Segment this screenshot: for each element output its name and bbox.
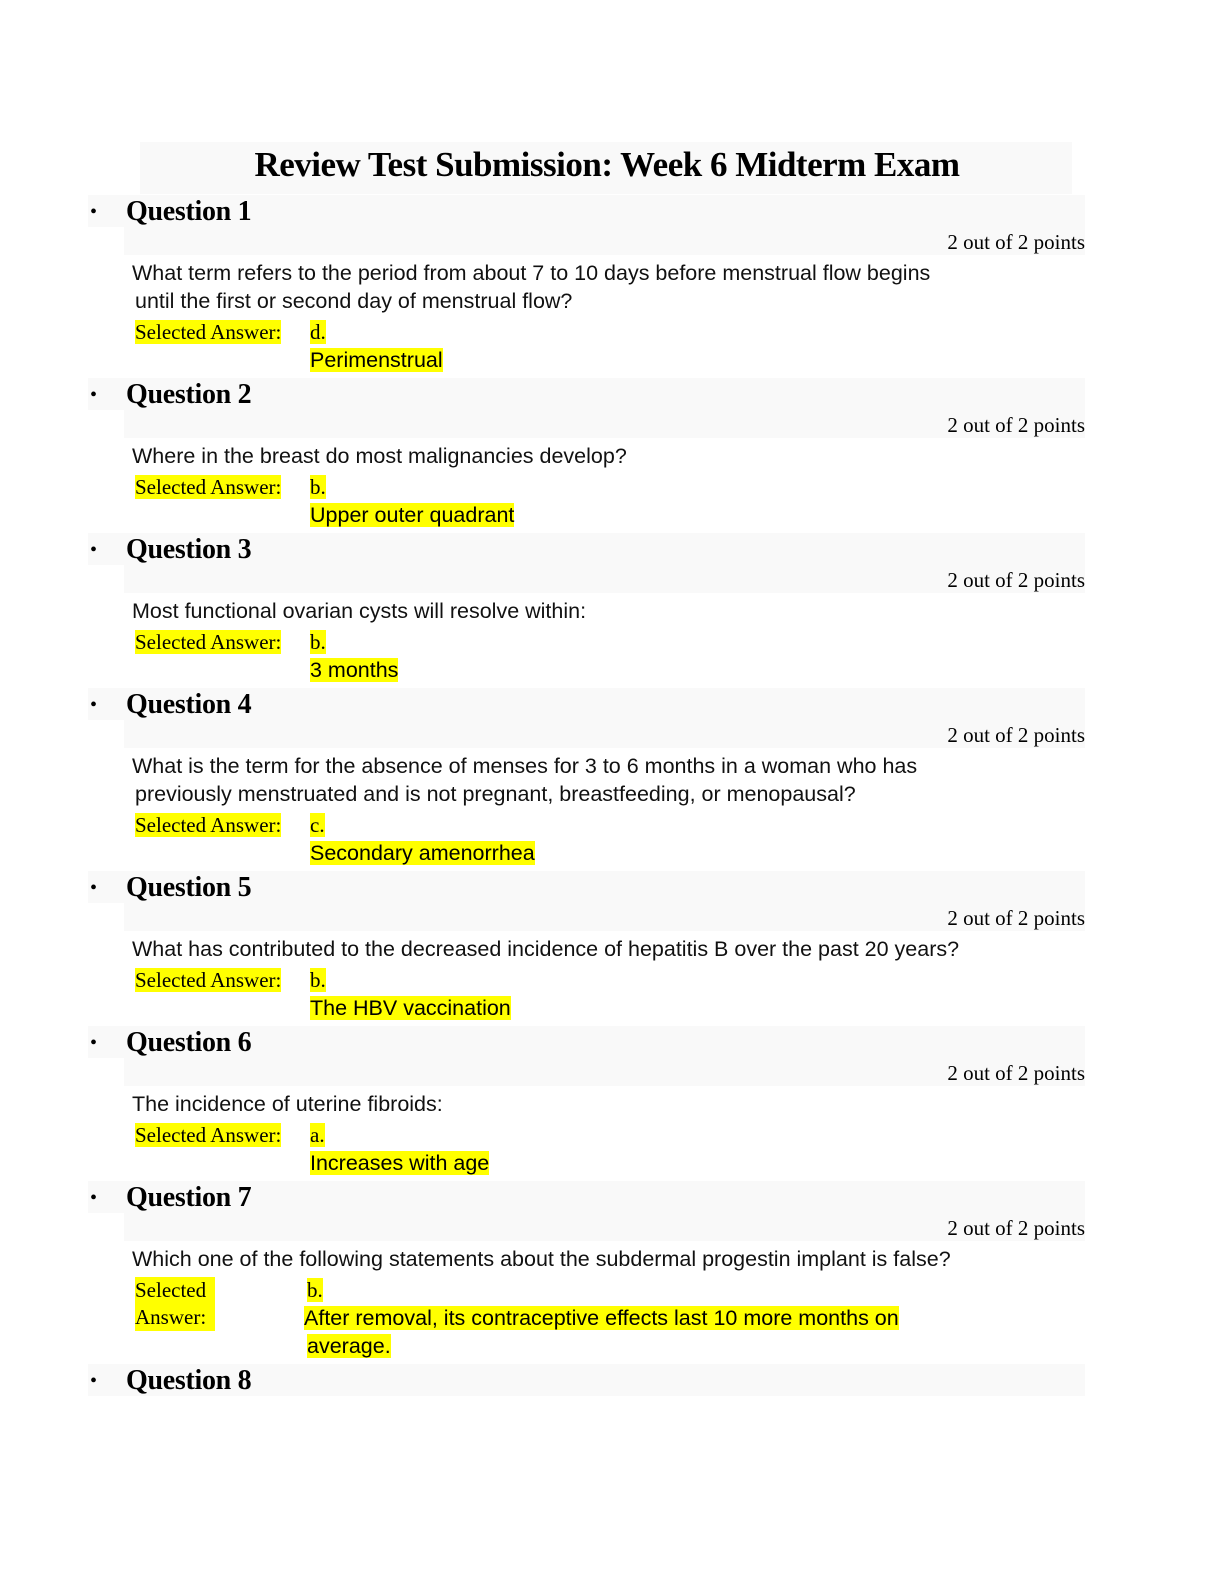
answer-text: 3 months xyxy=(310,658,399,682)
question-text-line: Most functional ovarian cysts will resol… xyxy=(132,599,587,623)
question-text-line: Where in the breast do most malignancies… xyxy=(132,444,627,468)
question-title: Question 7 xyxy=(126,1182,252,1213)
selected-answer: Selected Answer: b. The HBV vaccination xyxy=(135,967,1224,1026)
question-text-line: The incidence of uterine fibroids: xyxy=(132,1092,443,1116)
question-points: 2 out of 2 points xyxy=(947,906,1085,930)
selected-answer: Selected Answer: b. Upper outer quadrant xyxy=(135,474,1224,533)
question-header: • Question 7 xyxy=(88,1181,1085,1213)
selected-answer: Selected Answer: c. Secondary amenorrhea xyxy=(135,812,1224,871)
question-text-line: What is the term for the absence of mens… xyxy=(132,754,918,778)
question-text: What is the term for the absence of mens… xyxy=(132,752,1012,808)
question-points: 2 out of 2 points xyxy=(947,723,1085,747)
question-title: Question 3 xyxy=(126,534,252,565)
question-title: Question 1 xyxy=(126,196,252,227)
question-points: 2 out of 2 points xyxy=(947,230,1085,254)
answer-letter: d. xyxy=(310,320,326,344)
answer-text: Secondary amenorrhea xyxy=(310,841,535,865)
question-points: 2 out of 2 points xyxy=(947,1061,1085,1085)
bullet-icon: • xyxy=(90,877,98,899)
question-item: • Question 8 xyxy=(0,1364,1224,1396)
question-header: • Question 1 xyxy=(88,195,1085,227)
question-text: Which one of the following statements ab… xyxy=(132,1245,1012,1273)
question-title: Question 2 xyxy=(126,379,252,410)
selected-answer-label: Selected Answer: xyxy=(135,630,282,654)
selected-answer: Selected Answer: a. Increases with age xyxy=(135,1122,1224,1181)
question-points: 2 out of 2 points xyxy=(947,1216,1085,1240)
answer-text: Perimenstrual xyxy=(310,348,443,372)
question-points: 2 out of 2 points xyxy=(947,568,1085,592)
question-text: Where in the breast do most malignancies… xyxy=(132,442,1012,470)
question-text-line: What has contributed to the decreased in… xyxy=(132,937,960,961)
points-row: 2 out of 2 points xyxy=(124,903,1085,931)
question-title: Question 4 xyxy=(126,689,252,720)
answer-text: The HBV vaccination xyxy=(310,996,511,1020)
selected-answer-label: Selected Answer: xyxy=(135,320,282,344)
question-header: • Question 2 xyxy=(88,378,1085,410)
answer-letter: c. xyxy=(310,813,325,837)
bullet-icon: • xyxy=(90,694,98,716)
question-text: Most functional ovarian cysts will resol… xyxy=(132,597,1012,625)
question-text-line: until the first or second day of menstru… xyxy=(135,289,573,313)
answer-letter: b. xyxy=(310,630,326,654)
answer-text: Increases with age xyxy=(310,1151,490,1175)
question-text: The incidence of uterine fibroids: xyxy=(132,1090,1012,1118)
points-row: 2 out of 2 points xyxy=(124,565,1085,593)
answer-letter: a. xyxy=(310,1123,325,1147)
points-row: 2 out of 2 points xyxy=(124,1058,1085,1086)
question-title: Question 5 xyxy=(126,872,252,903)
answer-text: After removal, its contraceptive effects… xyxy=(304,1306,899,1358)
selected-answer-label: Selected Answer: xyxy=(135,1277,215,1331)
points-row: 2 out of 2 points xyxy=(124,720,1085,748)
question-title: Question 8 xyxy=(126,1365,252,1396)
question-text: What has contributed to the decreased in… xyxy=(132,935,1012,963)
question-header: • Question 3 xyxy=(88,533,1085,565)
title-band xyxy=(140,142,1072,194)
bullet-icon: • xyxy=(90,384,98,406)
selected-answer-label: Selected Answer: xyxy=(135,968,282,992)
bullet-icon: • xyxy=(90,1187,98,1209)
points-row: 2 out of 2 points xyxy=(124,227,1085,255)
question-header: • Question 6 xyxy=(88,1026,1085,1058)
answer-letter: b. xyxy=(307,1278,323,1302)
selected-answer: Selected Answer: b. 3 months xyxy=(135,629,1224,688)
selected-answer-label: Selected Answer: xyxy=(135,813,282,837)
selected-answer-label: Selected Answer: xyxy=(135,1123,282,1147)
selected-answer: Selected Answer: d. Perimenstrual xyxy=(135,319,1224,378)
answer-text: Upper outer quadrant xyxy=(310,503,515,527)
page-title: Review Test Submission: Week 6 Midterm E… xyxy=(254,145,960,184)
selected-answer-label: Selected Answer: xyxy=(135,475,282,499)
question-text: What term refers to the period from abou… xyxy=(132,259,1012,315)
answer-letter: b. xyxy=(310,968,326,992)
points-row: 2 out of 2 points xyxy=(124,1213,1085,1241)
selected-answer: Selected Answer: b. After removal, its con… xyxy=(135,1277,1224,1364)
points-row: 2 out of 2 points xyxy=(124,410,1085,438)
bullet-icon: • xyxy=(90,1370,98,1392)
question-text-line: Which one of the following statements ab… xyxy=(132,1247,951,1271)
bullet-icon: • xyxy=(90,539,98,561)
question-text-line: What term refers to the period from abou… xyxy=(132,261,931,285)
answer-letter: b. xyxy=(310,475,326,499)
question-title: Question 6 xyxy=(126,1027,252,1058)
question-header: • Question 5 xyxy=(88,871,1085,903)
bullet-icon: • xyxy=(90,201,98,223)
bullet-icon: • xyxy=(90,1032,98,1054)
question-points: 2 out of 2 points xyxy=(947,413,1085,437)
question-header: • Question 8 xyxy=(88,1364,1085,1396)
question-text-line: previously menstruated and is not pregna… xyxy=(135,782,856,806)
question-header: • Question 4 xyxy=(88,688,1085,720)
